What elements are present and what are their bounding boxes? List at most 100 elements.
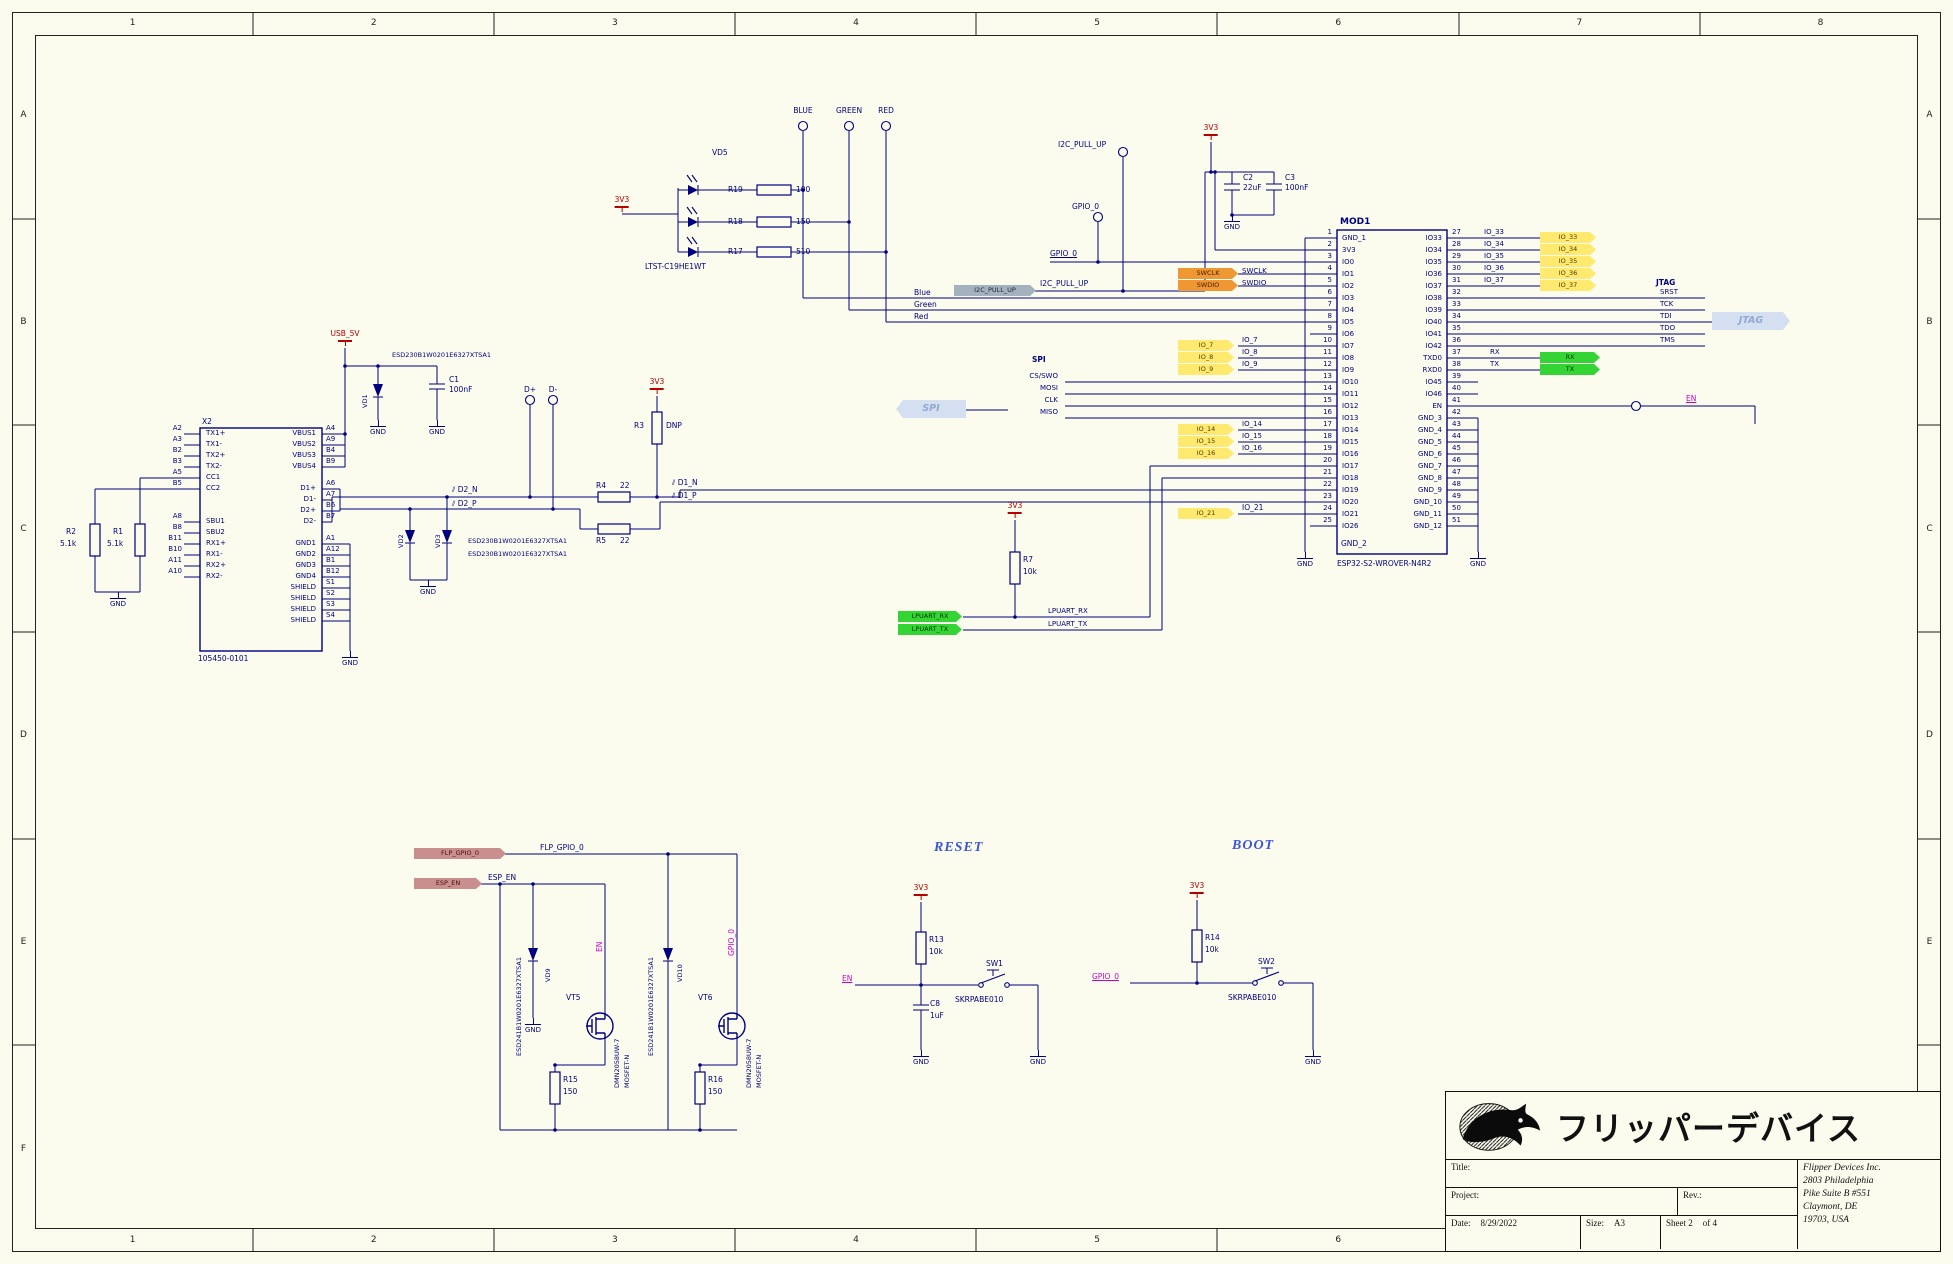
usb-connector-body [199, 427, 323, 652]
zone-label: A [1926, 110, 1933, 121]
cap-c3-ref: C3 [1285, 173, 1296, 182]
pin-name: GND_7 [1417, 462, 1442, 470]
pin-number: 30 [1452, 264, 1461, 272]
pin-name: IO39 [1425, 306, 1442, 314]
pin-name: IO14 [1342, 426, 1359, 434]
company-line: 19703, USA [1803, 1215, 1849, 1225]
sheet-of: of 4 [1702, 1218, 1717, 1228]
pin-name: IO36 [1425, 270, 1442, 278]
resistor-r13-value: 10k [929, 947, 943, 956]
pin-number: 27 [1452, 228, 1461, 236]
pin-name: SHIELD [290, 594, 316, 602]
pin-designator: S2 [326, 589, 335, 597]
pin-name: IO11 [1342, 390, 1359, 398]
date-label: Date: [1451, 1218, 1471, 1228]
net-label-green: Green [914, 300, 937, 309]
module-part-number: ESP32-S2-WROVER-N4R2 [1337, 559, 1432, 568]
net-label: IO_33 [1484, 228, 1504, 236]
date-value: 8/29/2022 [1480, 1218, 1518, 1228]
pin-name: IO4 [1342, 306, 1355, 314]
boot-section-title: BOOT [1232, 838, 1275, 853]
gnd-symbol-c8: GND [913, 1050, 929, 1066]
resistor-r18-value: 150 [796, 217, 811, 226]
mosfet-vt6-kind: MOSFET-N [755, 1054, 763, 1088]
cap-c2-ref: C2 [1243, 173, 1254, 182]
pin-name: IO35 [1425, 258, 1442, 266]
pin-name: EN [1432, 402, 1442, 410]
resistor-r4-value: 22 [620, 481, 630, 490]
wire-net-lines [94, 131, 1756, 1131]
net-label-gpio0: GPIO_0 [1050, 249, 1077, 258]
company-line: Claymont, DE [1803, 1202, 1858, 1212]
pin-designator: B10 [168, 545, 182, 553]
pin-designator: A12 [326, 545, 340, 553]
pin-number: 25 [1323, 516, 1332, 524]
pin-number: 7 [1327, 300, 1332, 308]
net-label-esp-en: ESP_EN [488, 873, 517, 882]
title-cell: Title: [1446, 1160, 1798, 1188]
power-net-label: 3V3 [913, 883, 929, 892]
pin-name: VBUS2 [292, 440, 316, 448]
resistor-r14-ref: R14 [1205, 933, 1220, 942]
pin-number: 28 [1452, 240, 1461, 248]
pin-name: VBUS4 [292, 462, 316, 470]
zone-label: 6 [1335, 18, 1342, 28]
gnd-symbol-shield: GND [342, 651, 358, 667]
power-3v3-r7: 3V3 [1007, 501, 1023, 519]
net-label: TCK [1660, 300, 1674, 308]
pin-name: SHIELD [290, 583, 316, 591]
pin-number: 10 [1323, 336, 1332, 344]
net-label: IO_34 [1484, 240, 1504, 248]
cap-c8-value: 1uF [930, 1011, 944, 1020]
net-flag-flp-gpio0: FLP_GPIO_0 [414, 848, 506, 859]
company-line: Pike Suite B #551 [1803, 1189, 1871, 1199]
power-3v3-reset: 3V3 [913, 883, 929, 901]
pin-name: RX2+ [206, 561, 226, 569]
esd-vd2-part: ESD230B1W0201E6327XTSA1 [468, 537, 567, 545]
gnd-label: GND [524, 1026, 542, 1034]
pin-name: IO34 [1425, 246, 1442, 254]
net-label: MISO [1039, 408, 1058, 416]
esp32-module-body [1336, 229, 1448, 555]
pin-number: 40 [1452, 384, 1461, 392]
pin-designator: B5 [172, 479, 182, 487]
pin-name: GND1 [295, 539, 316, 547]
pin-designator: S3 [326, 600, 335, 608]
power-3v3-boot: 3V3 [1190, 881, 1204, 899]
pin-name: VBUS1 [292, 429, 316, 437]
switch-sw2-ref: SW2 [1258, 957, 1275, 966]
resistor-r13-ref: R13 [929, 935, 944, 944]
net-label: IO_14 [1242, 420, 1262, 428]
pin-number: 34 [1452, 312, 1461, 320]
pin-number: 41 [1452, 396, 1461, 404]
pin-name: IO0 [1342, 258, 1355, 266]
resistor-r19-value: 100 [796, 185, 811, 194]
pin-name: IO40 [1425, 318, 1442, 326]
port-label-green: GREEN [835, 106, 863, 115]
pin-designator: B2 [172, 446, 182, 454]
size-label: Size: [1586, 1218, 1604, 1228]
net-flag-io: IO_34 [1540, 244, 1596, 255]
jtag-sheet-entry-flag: JTAG [1712, 312, 1790, 330]
pin-name: D1- [303, 495, 316, 503]
zone-label: E [1926, 937, 1933, 948]
pin-designator: A5 [172, 468, 182, 476]
pin-name: IO37 [1425, 282, 1442, 290]
pin-number: 29 [1452, 252, 1461, 260]
power-net-label: 3V3 [1007, 501, 1023, 510]
pin-designator: B1 [326, 556, 336, 564]
pin-number: 43 [1452, 420, 1461, 428]
net-label: D2_P [457, 499, 477, 508]
title-label: Title: [1451, 1162, 1471, 1172]
pin-designator [326, 522, 340, 533]
pin-name [240, 472, 316, 483]
power-3v3-caps: 3V3 [1204, 123, 1218, 141]
project-label: Project: [1451, 1190, 1479, 1200]
net-label: LPUART_TX [1048, 620, 1088, 628]
sheet-number: Sheet 2 [1666, 1218, 1693, 1228]
pin-designator: B11 [168, 534, 182, 542]
